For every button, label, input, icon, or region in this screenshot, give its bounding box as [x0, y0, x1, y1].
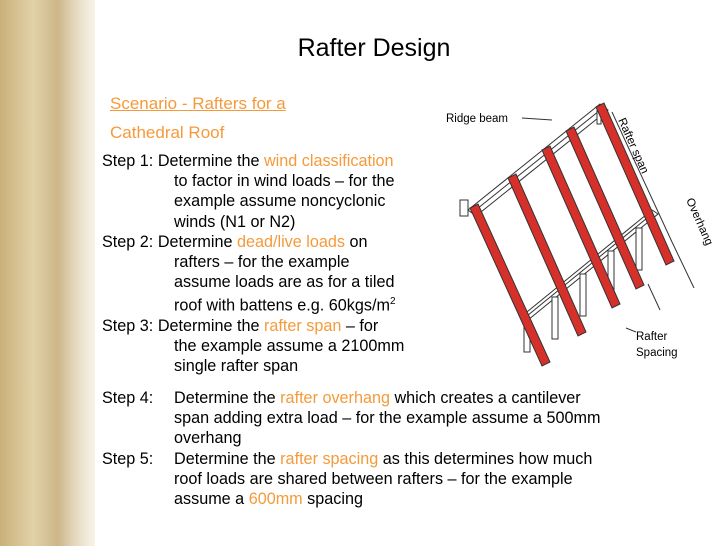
stud	[579, 273, 587, 317]
step-text: Determine the	[157, 317, 264, 336]
step-label: Step 2:	[102, 232, 154, 251]
step-text: spacing	[302, 490, 363, 509]
step-line: the example assume a 2100mm	[174, 337, 405, 356]
superscript: 2	[389, 296, 396, 308]
step-line: assume loads are as for a tiled	[174, 273, 395, 292]
step-text: Determine the	[174, 449, 281, 468]
step-5: Step 5: Determine the rafter spacing as …	[102, 449, 722, 510]
rafter	[595, 102, 675, 266]
scenario-line-2: Cathedral Roof	[110, 123, 225, 142]
step-3: Step 3: Determine the rafter span – for …	[102, 316, 702, 377]
step-4: Step 4: Determine the rafter overhang wh…	[102, 388, 722, 449]
ridge-beam-pointer	[521, 117, 553, 121]
step-highlight: wind classification	[263, 152, 394, 170]
step-text: – for	[341, 317, 379, 336]
step-text: assume a	[174, 490, 249, 509]
step-line: rafters – for the example	[174, 253, 350, 272]
rafter-roof-diagram: Ridge beam Rafter span Overhang Rafter S…	[446, 102, 715, 367]
step-label: Step 3:	[102, 317, 154, 336]
scenario-heading: Scenario - Rafters for a Cathedral Roof	[110, 89, 286, 147]
rafter	[541, 145, 621, 309]
step-text: Determine	[157, 232, 237, 251]
wall-plate-edge	[521, 213, 653, 321]
step-text: roof with battens e.g. 60kgs/m	[174, 296, 390, 315]
step-label: Step 5:	[102, 449, 154, 468]
rafter-spacing-label-2: Spacing	[636, 347, 678, 359]
step-text: on	[344, 232, 368, 251]
scenario-line-1: Scenario - Rafters for a	[110, 94, 286, 113]
step-label: Step 1:	[102, 152, 154, 170]
overhang-dimension-line	[671, 241, 695, 289]
step-text: Determine the	[174, 389, 281, 407]
step-highlight: 600mm	[248, 490, 303, 509]
spacing-pointer	[625, 327, 637, 333]
steps-lower: Step 4: Determine the rafter overhang wh…	[102, 388, 722, 509]
span-dimension-line	[611, 111, 673, 243]
rafter-spacing-label-1: Rafter	[636, 331, 667, 343]
step-line: roof with battens e.g. 60kgs/m2	[102, 292, 702, 316]
step-body: Determine the rafter spacing as this det…	[174, 449, 722, 510]
step-text: Determine the	[157, 152, 264, 170]
step-line: span adding extra load – for the example…	[174, 409, 601, 428]
background-fade	[60, 0, 120, 546]
step-line: roof loads are shared between rafters – …	[174, 469, 573, 488]
step-highlight: rafter span	[263, 317, 342, 336]
spacing-dimension-line	[647, 283, 661, 311]
step-2: Step 2: Determine dead/live loads on raf…	[102, 232, 702, 316]
stud	[635, 227, 643, 271]
step-text: as this determines how much	[378, 449, 593, 468]
step-label: Step 4:	[102, 389, 154, 407]
step-line: winds (N1 or N2)	[174, 212, 296, 231]
step-1: Step 1: Determine the wind classificatio…	[102, 151, 702, 232]
overhang-label: Overhang	[683, 196, 715, 247]
ridge-post	[459, 199, 469, 217]
rafter	[507, 173, 587, 337]
step-line: to factor in wind loads – for the	[174, 172, 395, 191]
step-highlight: rafter spacing	[280, 449, 379, 468]
step-body: Determine the rafter overhang which crea…	[174, 388, 722, 449]
step-highlight: dead/live loads	[236, 232, 345, 251]
page-title: Rafter Design	[297, 34, 451, 62]
stud	[551, 296, 559, 340]
steps-upper: Step 1: Determine the wind classificatio…	[102, 151, 702, 377]
step-line: single rafter span	[174, 357, 299, 376]
step-line: example assume noncyclonic	[174, 192, 386, 211]
step-text: which creates a cantilever	[389, 389, 581, 407]
rafter	[469, 203, 551, 367]
rafter	[565, 126, 645, 290]
step-highlight: rafter overhang	[280, 389, 390, 407]
ridge-beam-edge	[471, 106, 605, 214]
step-line: overhang	[174, 429, 242, 448]
ridge-beam-label: Ridge beam	[446, 113, 508, 125]
